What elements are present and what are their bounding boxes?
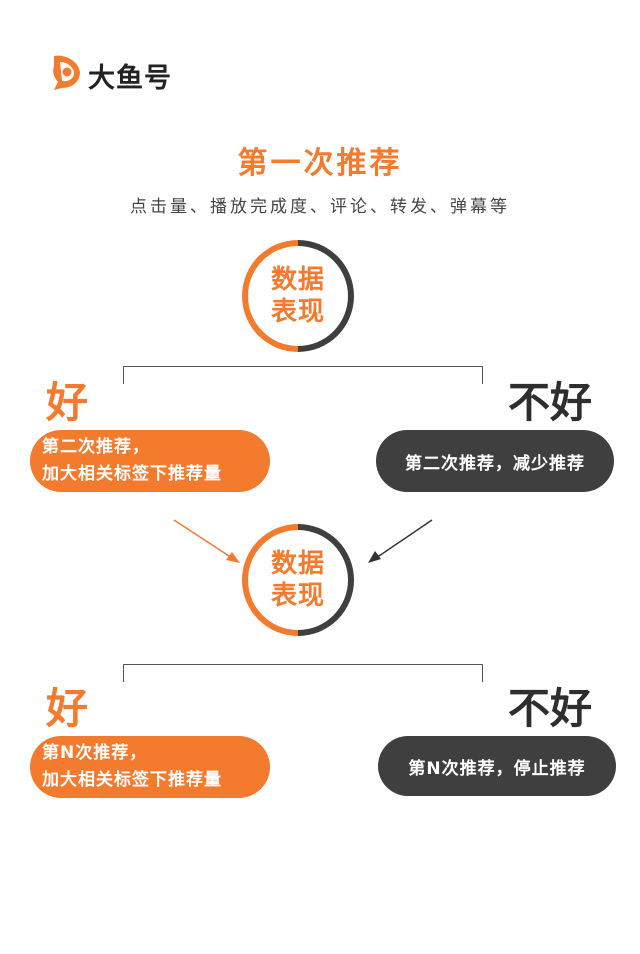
- arrow-good-line: [173, 519, 233, 559]
- page-subtitle: 点击量、播放完成度、评论、转发、弹幕等: [130, 197, 510, 217]
- node-label-line1: 数据: [270, 265, 325, 295]
- arrow-bad-line: [375, 519, 433, 559]
- arrow-bad-head: [368, 551, 381, 563]
- outcome-bad-1: 第二次推荐，减少推荐: [376, 430, 614, 492]
- data-performance-node-2: 数据 表现: [242, 524, 354, 636]
- outcome-bad-2: 第N次推荐，停止推荐: [378, 736, 616, 796]
- fish-logo-icon: [53, 55, 80, 90]
- brand-name: 大鱼号: [88, 63, 172, 94]
- outcome-good-2-line2: 加大相关标签下推荐量: [42, 770, 222, 790]
- branch-connector-1: [123, 366, 483, 384]
- verdict-good-1: 好: [46, 378, 89, 427]
- outcome-good-1-line2: 加大相关标签下推荐量: [42, 464, 222, 484]
- outcome-good-2-line1: 第N次推荐，: [42, 743, 148, 763]
- node-label: 数据 表现: [242, 264, 354, 328]
- outcome-bad-1-text: 第二次推荐，减少推荐: [405, 453, 585, 474]
- outcome-good-1: 第二次推荐， 加大相关标签下推荐量: [30, 430, 270, 492]
- node-label: 数据 表现: [242, 548, 354, 612]
- brand-logo: 大鱼号: [50, 52, 190, 94]
- page-title: 第一次推荐: [237, 146, 403, 181]
- verdict-bad-2: 不好: [508, 684, 593, 733]
- node-label-line2: 表现: [270, 581, 325, 611]
- outcome-bad-2-text: 第N次推荐，停止推荐: [408, 758, 586, 779]
- branch-connector-2: [123, 664, 483, 682]
- verdict-good-2: 好: [46, 684, 89, 733]
- arrow-good-head: [226, 552, 240, 563]
- outcome-good-1-line1: 第二次推荐，: [42, 437, 150, 457]
- node-label-line1: 数据: [270, 549, 325, 579]
- verdict-bad-1: 不好: [508, 378, 593, 427]
- outcome-good-2: 第N次推荐， 加大相关标签下推荐量: [30, 736, 270, 798]
- node-label-line2: 表现: [270, 297, 325, 327]
